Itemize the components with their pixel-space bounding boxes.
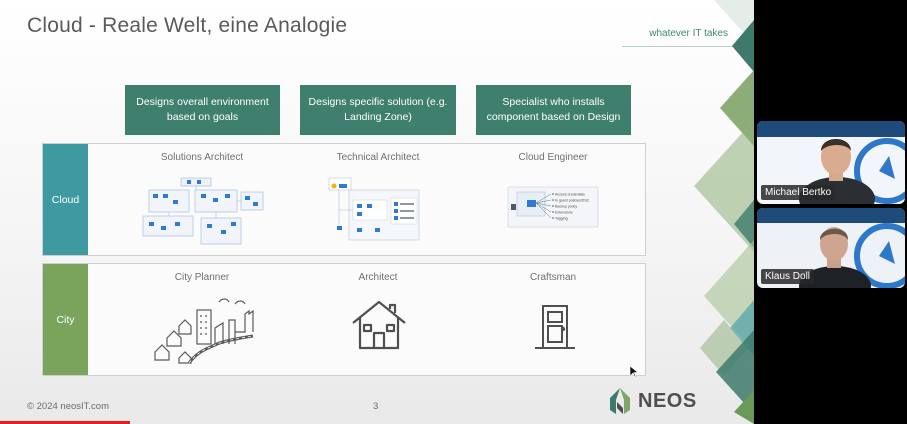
logo-text: NEOS	[638, 389, 697, 412]
participant-video-tile[interactable]: Michael Bertko	[757, 121, 905, 204]
presentation-slide: Cloud - Reale Welt, eine Analogie whatev…	[0, 0, 754, 424]
participant-video-background	[757, 208, 905, 288]
page-number: 3	[373, 401, 379, 412]
engineer-item-1: In guest policies/DSC	[555, 198, 590, 202]
video-overlay-logo	[761, 124, 783, 136]
tagline-divider	[622, 46, 754, 47]
door-icon	[535, 305, 575, 349]
slide-tagline: whatever IT takes	[649, 28, 728, 39]
neos-logo-mark	[610, 388, 630, 414]
architect-title: Architect	[358, 272, 398, 283]
participant-video-tile[interactable]: Klaus Doll	[757, 208, 905, 288]
video-overlay-logo	[761, 211, 783, 223]
cloud-row-label: Cloud	[43, 144, 88, 255]
cloud-panel: Cloud Solutions Architect Technical Arch…	[42, 143, 646, 256]
decorative-triangles	[694, 0, 754, 424]
cloud-engineer-diagram: Access credentials In guest policies/DSC…	[507, 186, 599, 228]
engineer-item-2: Backup policy	[555, 204, 577, 208]
participant-name: Klaus Doll	[761, 269, 815, 284]
solutions-architecture-diagram	[142, 177, 264, 245]
city-planner-title: City Planner	[174, 272, 230, 283]
engineer-item-0: Access credentials	[555, 192, 585, 196]
video-progress-bar[interactable]	[0, 421, 130, 424]
role-box-technical: Designs specific solution (e.g. Landing …	[300, 85, 456, 135]
engineer-item-4: Tagging	[555, 216, 568, 220]
technical-architect-title: Technical Architect	[336, 152, 420, 163]
participant-name: Michael Bertko	[761, 185, 836, 200]
city-planning-icon	[154, 298, 254, 364]
cloud-engineer-title: Cloud Engineer	[518, 152, 588, 163]
mouse-cursor-icon	[630, 366, 638, 378]
role-box-engineer: Specialist who installs component based …	[476, 85, 631, 135]
slide-title: Cloud - Reale Welt, eine Analogie	[27, 14, 348, 37]
technical-architecture-diagram	[328, 177, 420, 241]
neos-logo: NEOS	[606, 386, 697, 416]
footer-copyright: © 2024 neosIT.com	[27, 401, 109, 412]
house-icon	[352, 300, 406, 350]
craftsman-title: Craftsman	[529, 272, 577, 283]
participant-video-background	[757, 121, 905, 204]
city-panel: City City Planner Architect Craftsman	[42, 263, 646, 376]
role-box-solutions: Designs overall environment based on goa…	[125, 85, 280, 135]
engineer-item-3: Extensions	[555, 210, 573, 214]
city-row-label: City	[43, 264, 88, 375]
solutions-architect-title: Solutions Architect	[160, 152, 244, 163]
